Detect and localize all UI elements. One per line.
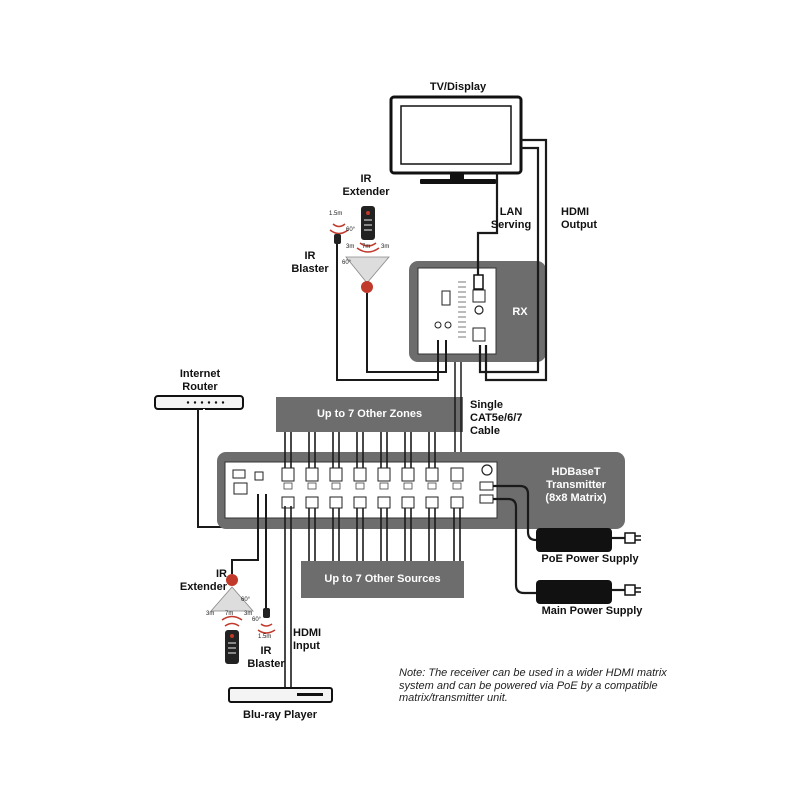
ir-blaster-distance-bottom: 1.5m — [258, 634, 272, 640]
poe-power-supply-label: PoE Power Supply — [541, 553, 639, 565]
port-indicator — [307, 482, 317, 490]
hdbaset-output-port — [353, 467, 367, 482]
ir-extender-distance-top-right: 3m — [381, 244, 390, 250]
other-zones-label: Up to 7 Other Zones — [316, 408, 423, 420]
ir-port — [254, 471, 264, 481]
rx-label: RX — [512, 306, 528, 318]
poe-power-supply-icon — [536, 528, 641, 552]
ir-blaster-top — [329, 223, 349, 244]
lan-port — [233, 482, 248, 495]
hdmi-input-label: HDMI Input — [293, 627, 322, 652]
ir-blaster-distance-top: 1.5m — [329, 211, 343, 217]
ir-extender-angle-bottom: 60° — [241, 597, 251, 603]
lan-serving-label: LAN Serving — [490, 206, 532, 231]
bluray-player-icon — [228, 687, 333, 703]
internet-router-icon — [154, 395, 244, 410]
ir-blaster-bottom-label: IR Blaster — [247, 645, 285, 670]
rx-cables — [476, 138, 548, 382]
hdmi-output-label: HDMI Output — [561, 206, 598, 231]
port-indicator — [379, 482, 389, 490]
power-cables — [493, 484, 625, 595]
ir-extender-coverage-bottom — [210, 574, 254, 612]
port-indicator — [283, 482, 293, 490]
hdmi-input-port — [425, 496, 439, 509]
hdmi-input-port — [281, 496, 295, 509]
ir-extender-distance-bottom-right: 3m — [244, 611, 253, 617]
bluray-player-label: Blu-ray Player — [243, 709, 317, 721]
ir-cables-bottom — [231, 494, 267, 608]
hdbaset-output-port — [425, 467, 439, 482]
hdmi-input-port — [329, 496, 343, 509]
ir-blaster-bottom — [257, 608, 276, 634]
ir-extender-angle-top: 60° — [342, 260, 352, 266]
hdmi-input-port — [450, 496, 464, 509]
control-port-label — [232, 469, 246, 479]
ir-extender-distance-bottom-left: 3m — [206, 611, 215, 617]
ir-cables-top — [336, 244, 447, 381]
tv-display-label: TV/Display — [429, 81, 487, 93]
hdbaset-output-port — [377, 467, 391, 482]
zone-cables — [284, 432, 436, 468]
port-indicator — [452, 482, 462, 490]
transmitter-ports — [232, 467, 464, 509]
ir-extender-top-label: IR Extender — [342, 173, 390, 198]
ir-extender-coverage-top — [345, 256, 390, 293]
hdbaset-output-port — [329, 467, 343, 482]
hdbaset-output-port — [305, 467, 319, 482]
hdmi-input-cable — [284, 506, 292, 690]
other-sources-label: Up to 7 Other Sources — [324, 573, 441, 585]
ir-extender-bottom-label: IR Extender — [179, 568, 227, 593]
source-cables — [308, 508, 461, 561]
ir-extender-distance-top-left: 3m — [346, 244, 355, 250]
other-sources-panel — [301, 561, 464, 598]
port-indicator — [331, 482, 341, 490]
ir-blaster-angle-bottom: 60° — [252, 617, 262, 623]
ir-extender-remote-top — [356, 206, 380, 253]
hdmi-input-port — [305, 496, 319, 509]
port-indicator — [355, 482, 365, 490]
tv-display-icon — [389, 95, 523, 184]
ir-blaster-top-label: IR Blaster — [291, 250, 329, 275]
internet-router-label: Internet Router — [179, 368, 221, 393]
single-cable-label: Single CAT5e/6/7 Cable — [470, 399, 523, 437]
other-zones-panel — [276, 397, 463, 432]
hdmi-input-port — [353, 496, 367, 509]
main-power-supply-label: Main Power Supply — [541, 605, 643, 617]
hdbaset-output-port — [450, 467, 464, 482]
ir-extender-distance-top-center: 7m — [362, 244, 371, 250]
main-power-supply-icon — [536, 580, 641, 604]
hdmi-input-port — [377, 496, 391, 509]
port-indicator — [403, 482, 413, 490]
port-indicator — [427, 482, 437, 490]
hdmi-input-port — [401, 496, 415, 509]
ir-extender-distance-bottom-center: 7m — [225, 611, 234, 617]
receiver-note: Note: The receiver can be used in a wide… — [399, 667, 667, 704]
ir-extender-remote-bottom — [221, 615, 243, 664]
transmitter-label: HDBaseT Transmitter (8x8 Matrix) — [545, 466, 607, 504]
cat-cable — [454, 362, 462, 468]
hdbaset-output-port — [401, 467, 415, 482]
hdbaset-output-port — [281, 467, 295, 482]
ir-blaster-angle-top: 60° — [346, 227, 356, 233]
